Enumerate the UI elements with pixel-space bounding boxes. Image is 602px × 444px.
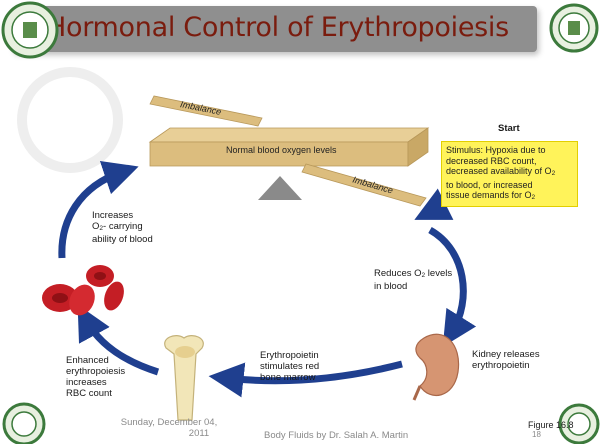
reduces-oxygen-label: Reduces O2 levels in blood xyxy=(374,268,452,292)
page-number: 18 xyxy=(532,429,541,440)
normal-oxygen-label: Normal blood oxygen levels xyxy=(226,145,337,155)
red-blood-cells-icon xyxy=(42,265,128,320)
balance-fulcrum xyxy=(258,176,302,200)
kidney-label: Kidney releases erythropoietin xyxy=(472,349,540,371)
enhanced-erythropoiesis-label: Enhanced erythropoiesis increases RBC co… xyxy=(66,355,125,399)
footer-date: Sunday, December 04, 2011 xyxy=(114,417,224,439)
increases-oxygen-capacity-label: Increases O2- carrying ability of blood xyxy=(92,210,153,245)
erythropoietin-label: Erythropoietin stimulates red bone marro… xyxy=(260,350,319,383)
start-label: Start xyxy=(498,123,520,134)
footer-author: Body Fluids by Dr. Salah A. Martin xyxy=(264,430,408,441)
kidney-icon xyxy=(414,334,459,400)
stimulus-box: Stimulus: Hypoxia due to decreased RBC c… xyxy=(441,141,578,207)
bone-icon xyxy=(165,336,204,420)
normal-plank xyxy=(150,128,428,142)
